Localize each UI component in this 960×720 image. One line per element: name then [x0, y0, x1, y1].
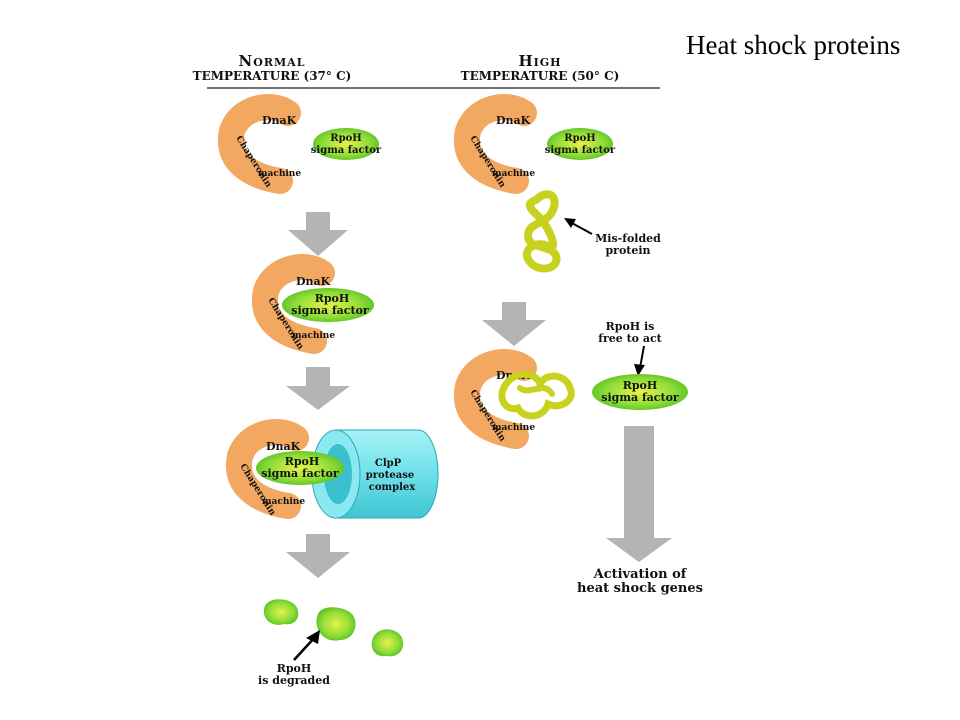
misfolded-label-2: protein [605, 244, 650, 257]
activation-label-2: heat shock genes [577, 581, 703, 596]
activation-arrow [606, 426, 672, 562]
degraded-arrow [293, 630, 320, 661]
dnak-chaperonin-high-1: DnaK Chaperonin machine [467, 107, 535, 190]
rpoh-sigma-factor-high-1: RpoH sigma factor [545, 128, 616, 160]
degraded-fragments [263, 599, 404, 657]
dnak-label: DnaK [266, 440, 301, 453]
clpp-protease-complex: ClpP protease complex [311, 429, 439, 519]
rpoh-label: RpoH [623, 379, 658, 392]
dnak-label: DnaK [296, 275, 331, 288]
clpp-label: ClpP [375, 458, 402, 469]
rpoh-label: RpoH [564, 133, 595, 144]
activation-label-1: Activation of [593, 567, 688, 582]
process-arrow [288, 212, 348, 256]
process-arrow [286, 367, 350, 410]
dnak-rpoh-in-clpp: DnaK RpoH sigma factor Chaperonin machin… [237, 432, 344, 518]
sigma-factor-label: sigma factor [291, 304, 369, 317]
degraded-label-1: RpoH [277, 662, 312, 675]
sigma-factor-label: sigma factor [311, 145, 382, 156]
dnak-label: DnaK [496, 114, 531, 127]
sigma-factor-label: sigma factor [261, 467, 339, 480]
header-high: High temperature (50° C) [461, 52, 620, 83]
machine-label: machine [492, 423, 535, 433]
process-arrow [482, 302, 546, 346]
degraded-label-2: is degraded [258, 674, 330, 687]
slide-title: Heat shock proteins [686, 30, 901, 60]
rpoh-label: RpoH [315, 292, 350, 305]
protease-label: protease [366, 470, 414, 481]
rpoh-label: RpoH [330, 133, 361, 144]
sigma-factor-label: sigma factor [545, 145, 616, 156]
rpoh-sigma-factor-free: RpoH sigma factor [592, 374, 688, 410]
header-high-line1: High [518, 52, 561, 70]
machine-label: machine [262, 497, 305, 507]
header-normal: Normal temperature (37° C) [193, 52, 352, 83]
rpoh-free-label-1: RpoH is [606, 320, 655, 333]
dnak-misfolded-complex: DnaK Chaperonin machine [467, 362, 575, 444]
misfolded-arrow [564, 218, 593, 235]
machine-label: machine [258, 169, 301, 179]
rpoh-free-label-2: free to act [598, 332, 662, 345]
rpoh-label: RpoH [285, 455, 320, 468]
sigma-factor-label: sigma factor [601, 391, 679, 404]
misfolded-label-1: Mis-folded [595, 232, 661, 245]
dnak-chaperonin-normal-1: DnaK Chaperonin machine [231, 107, 301, 190]
rpoh-free-arrow [634, 345, 645, 376]
header-normal-line2: temperature (37° C) [193, 69, 352, 83]
dnak-rpoh-complex: DnaK RpoH sigma factor Chaperonin machin… [265, 267, 374, 352]
rpoh-sigma-factor-normal-1: RpoH sigma factor [311, 128, 382, 160]
header-high-line2: temperature (50° C) [461, 69, 620, 83]
machine-label: machine [292, 331, 335, 341]
header-normal-line1: Normal [239, 52, 306, 70]
misfolded-protein [522, 190, 561, 273]
complex-label: complex [369, 482, 416, 493]
dnak-label: DnaK [262, 114, 297, 127]
machine-label: machine [492, 169, 535, 179]
process-arrow [286, 534, 350, 578]
